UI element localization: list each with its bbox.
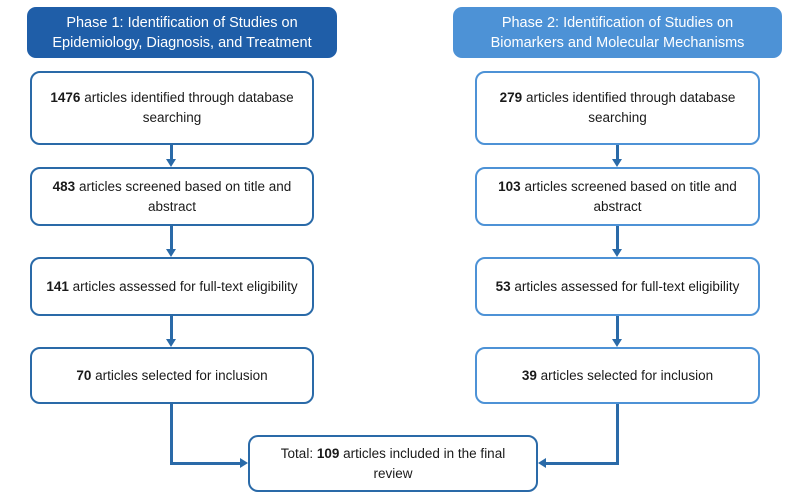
phase2-step-3-text: articles assessed for full-text eligibil… xyxy=(510,278,740,294)
phase1-step-1-text: articles identified through database sea… xyxy=(80,90,294,125)
connector-l2-l3-line xyxy=(170,226,173,249)
connector-l1-l2-line xyxy=(170,145,173,160)
phase1-header-line2: Epidemiology, Diagnosis, and Treatment xyxy=(52,34,312,51)
phase1-step-1-box: 1476 articles identified through databas… xyxy=(30,71,314,145)
connector-l4-total-horizontal xyxy=(170,462,240,465)
connector-r3-r4-line xyxy=(616,316,619,339)
connector-r4-total-vertical xyxy=(616,404,619,465)
connector-l1-l2-arrowhead xyxy=(165,159,176,167)
connector-r2-r3-line xyxy=(616,226,619,249)
phase2-step-4-count: 39 xyxy=(521,367,537,383)
connector-r2-r3-arrowhead xyxy=(611,249,622,257)
phase2-step-2-count: 103 xyxy=(498,178,521,194)
phase1-step-3-text: articles assessed for full-text eligibil… xyxy=(68,278,298,294)
phase2-step-3-count: 53 xyxy=(495,278,511,294)
phase2-header-line2: Biomarkers and Molecular Mechanisms xyxy=(490,34,745,51)
connector-l3-l4-line xyxy=(170,316,173,339)
connector-r3-r4-arrowhead xyxy=(611,339,622,347)
total-prefix: Total: xyxy=(280,445,317,461)
phase1-step-4-text: articles selected for inclusion xyxy=(91,367,268,383)
phase1-header-line1: Phase 1: Identification of Studies on xyxy=(66,14,298,31)
phase1-step-1-count: 1476 xyxy=(50,90,81,105)
phase2-step-1-box: 279 articles identified through database… xyxy=(475,71,760,145)
connector-r1-r2-arrowhead xyxy=(611,159,622,167)
phase2-header-banner: Phase 2: Identification of Studies on Bi… xyxy=(453,7,782,58)
phase1-step-2-text: articles screened based on title and abs… xyxy=(75,178,292,214)
phase1-step-3-box: 141 articles assessed for full-text elig… xyxy=(30,257,314,316)
phase2-header-line1: Phase 2: Identification of Studies on xyxy=(501,14,734,31)
phase2-step-3-box: 53 articles assessed for full-text eligi… xyxy=(475,257,760,316)
total-summary-box: Total: 109 articles included in the fina… xyxy=(248,435,538,492)
phase2-step-4-text: articles selected for inclusion xyxy=(536,367,714,383)
phase2-step-2-box: 103 articles screened based on title and… xyxy=(475,167,760,226)
connector-r1-r2-line xyxy=(616,145,619,160)
phase2-step-1-count: 279 xyxy=(499,90,523,105)
connector-l3-l4-arrowhead xyxy=(165,339,176,347)
connector-r4-total-arrowhead xyxy=(538,458,546,468)
phase2-step-2-text: articles screened based on title and abs… xyxy=(520,178,737,214)
connector-l4-total-arrowhead xyxy=(240,458,248,468)
phase1-step-2-count: 483 xyxy=(52,178,76,194)
phase2-step-4-box: 39 articles selected for inclusion xyxy=(475,347,760,404)
phase2-step-1-text: articles identified through database sea… xyxy=(522,90,736,125)
connector-l4-total-vertical xyxy=(170,404,173,465)
phase1-step-2-box: 483 articles screened based on title and… xyxy=(30,167,314,226)
phase1-step-3-count: 141 xyxy=(46,278,69,294)
connector-l2-l3-arrowhead xyxy=(165,249,176,257)
connector-r4-total-horizontal xyxy=(546,462,619,465)
phase1-step-4-box: 70 articles selected for inclusion xyxy=(30,347,314,404)
phase1-step-4-count: 70 xyxy=(76,367,92,383)
total-count: 109 xyxy=(316,445,340,461)
phase1-header-banner: Phase 1: Identification of Studies on Ep… xyxy=(27,7,337,58)
total-suffix: articles included in the final review xyxy=(339,445,506,481)
